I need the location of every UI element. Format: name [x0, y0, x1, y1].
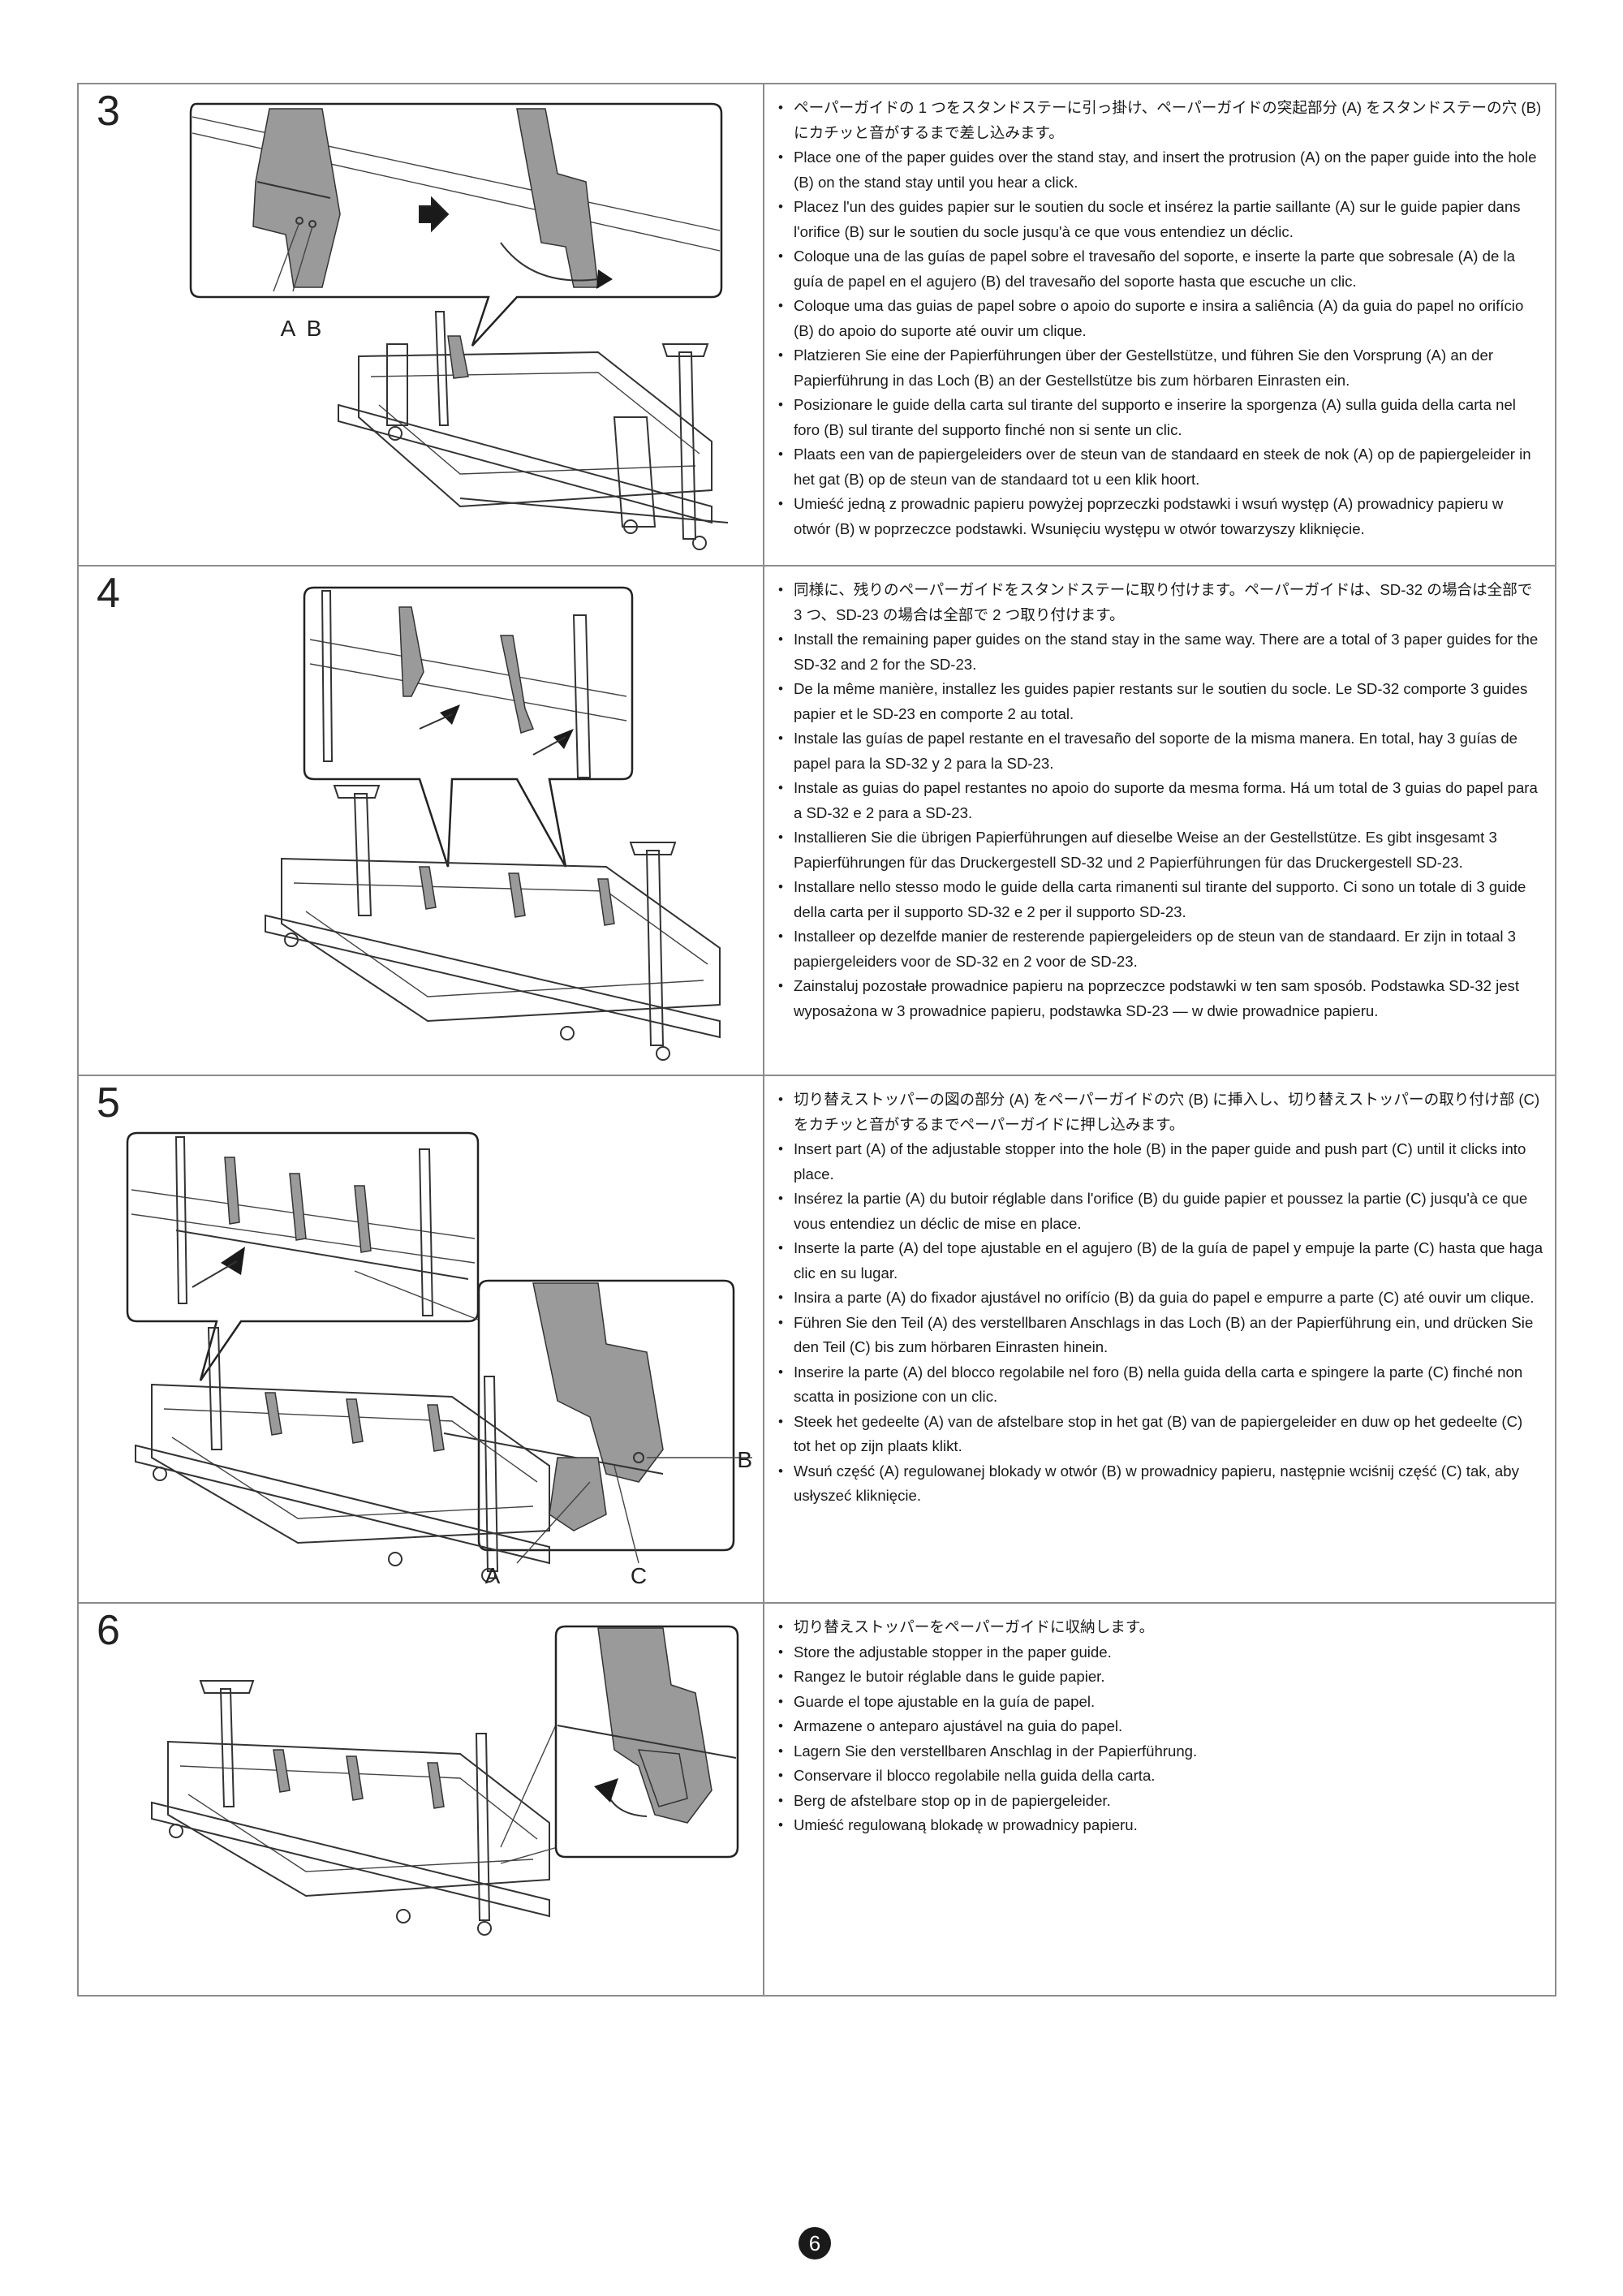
label-b: B — [307, 316, 322, 341]
step-4-illustration — [265, 586, 721, 1061]
instruction-es: Coloque una de las guías de papel sobre … — [776, 244, 1543, 294]
step-5-illustration-cell: 5 — [79, 1076, 764, 1602]
instruction-pt: Insira a parte (A) do fixador ajustável … — [776, 1286, 1543, 1311]
instruction-en: Insert part (A) of the adjustable stoppe… — [776, 1137, 1543, 1187]
label-b: B — [737, 1447, 752, 1472]
instruction-ja: 同様に、残りのペーパーガイドをスタンドステーに取り付けます。ペーパーガイドは、S… — [776, 578, 1543, 627]
instruction-pt: Coloque uma das guias de papel sobre o a… — [776, 294, 1543, 343]
step-5: 5 — [79, 1076, 1555, 1604]
instruction-ja: 切り替えストッパーの図の部分 (A) をペーパーガイドの穴 (B) に挿入し、切… — [776, 1088, 1543, 1137]
step-number: 4 — [97, 570, 120, 617]
instruction-nl: Steek het gedeelte (A) van de afstelbare… — [776, 1410, 1543, 1459]
instruction-de: Installieren Sie die übrigen Papierführu… — [776, 825, 1543, 875]
instruction-es: Instale las guías de papel restante en e… — [776, 726, 1543, 776]
instruction-en: Place one of the paper guides over the s… — [776, 145, 1543, 195]
instruction-de: Führen Sie den Teil (A) des verstellbare… — [776, 1311, 1543, 1360]
label-a: A — [485, 1563, 501, 1588]
step-3: 3 — [79, 84, 1555, 566]
step-4-instructions: 同様に、残りのペーパーガイドをスタンドステーに取り付けます。ペーパーガイドは、S… — [776, 578, 1543, 1023]
printer-stand-drawing — [265, 785, 721, 1061]
step-6-instructions: 切り替えストッパーをペーパーガイドに収納します。 Store the adjus… — [776, 1615, 1543, 1838]
instruction-ja: 切り替えストッパーをペーパーガイドに収納します。 — [776, 1615, 1543, 1640]
instruction-ja: ペーパーガイドの 1 つをスタンドステーに引っ掛け、ペーパーガイドの突起部分 (… — [776, 96, 1543, 145]
instruction-pl: Wsuń część (A) regulowanej blokady w otw… — [776, 1459, 1543, 1509]
step-4-illustration-cell: 4 — [79, 566, 764, 1075]
step-4-text-cell: 同様に、残りのペーパーガイドをスタンドステーに取り付けます。ペーパーガイドは、S… — [764, 566, 1555, 1075]
step-6-illustration-cell: 6 — [79, 1604, 764, 1995]
printer-stand-drawing — [151, 1680, 558, 1936]
step-4: 4 — [79, 566, 1555, 1076]
instruction-nl: Installeer op dezelfde manier de restere… — [776, 924, 1543, 974]
step-5-instructions: 切り替えストッパーの図の部分 (A) をペーパーガイドの穴 (B) に挿入し、切… — [776, 1088, 1543, 1509]
instruction-table: 3 — [77, 83, 1556, 1997]
instruction-en: Install the remaining paper guides on th… — [776, 627, 1543, 677]
instruction-de: Platzieren Sie eine der Papierführungen … — [776, 343, 1543, 393]
instruction-es: Inserte la parte (A) del tope ajustable … — [776, 1236, 1543, 1286]
step-3-illustration: A B — [189, 102, 729, 550]
step-6: 6 — [79, 1604, 1555, 1995]
instruction-it: Inserire la parte (A) del blocco regolab… — [776, 1360, 1543, 1410]
instruction-pl: Zainstaluj pozostałe prowadnice papieru … — [776, 974, 1543, 1023]
instruction-en: Store the adjustable stopper in the pape… — [776, 1640, 1543, 1665]
step-3-illustration-cell: 3 — [79, 84, 764, 565]
step-number: 5 — [97, 1079, 120, 1126]
step-number: 3 — [97, 88, 120, 135]
step-number: 6 — [97, 1607, 120, 1654]
step-5-illustration: A B C — [126, 1131, 752, 1588]
instruction-pt: Armazene o anteparo ajustável na guia do… — [776, 1714, 1543, 1739]
instruction-de: Lagern Sie den verstellbaren Anschlag in… — [776, 1739, 1543, 1764]
zoom-callout — [303, 586, 634, 868]
instruction-pl: Umieść regulowaną blokadę w prowadnicy p… — [776, 1813, 1543, 1838]
instruction-fr: Insérez la partie (A) du butoir réglable… — [776, 1187, 1543, 1236]
instruction-es: Guarde el tope ajustable en la guía de p… — [776, 1690, 1543, 1715]
instruction-nl: Plaats een van de papiergeleiders over d… — [776, 442, 1543, 492]
instruction-it: Installare nello stesso modo le guide de… — [776, 875, 1543, 924]
zoom-callout-right — [354, 1270, 752, 1564]
instruction-it: Posizionare le guide della carta sul tir… — [776, 393, 1543, 442]
step-6-illustration — [151, 1625, 739, 1936]
instruction-nl: Berg de afstelbare stop op in de papierg… — [776, 1789, 1543, 1814]
step-6-text-cell: 切り替えストッパーをペーパーガイドに収納します。 Store the adjus… — [764, 1604, 1555, 1995]
zoom-callout — [554, 1625, 739, 1859]
instruction-it: Conservare il blocco regolabile nella gu… — [776, 1764, 1543, 1789]
page-number: 6 — [799, 2227, 831, 2259]
step-5-text-cell: 切り替えストッパーの図の部分 (A) をペーパーガイドの穴 (B) に挿入し、切… — [764, 1076, 1555, 1602]
instruction-fr: De la même manière, installez les guides… — [776, 677, 1543, 726]
zoom-callout-left — [126, 1131, 480, 1381]
label-a: A — [281, 316, 296, 341]
zoom-callout — [189, 102, 723, 347]
printer-stand-drawing — [135, 1327, 550, 1583]
instruction-pl: Umieść jedną z prowadnic papieru powyżej… — [776, 492, 1543, 541]
step-3-instructions: ペーパーガイドの 1 つをスタンドステーに引っ掛け、ペーパーガイドの突起部分 (… — [776, 96, 1543, 541]
instruction-fr: Rangez le butoir réglable dans le guide … — [776, 1665, 1543, 1690]
instruction-pt: Instale as guias do papel restantes no a… — [776, 776, 1543, 825]
step-3-text-cell: ペーパーガイドの 1 つをスタンドステーに引っ掛け、ペーパーガイドの突起部分 (… — [764, 84, 1555, 565]
label-c: C — [631, 1563, 647, 1588]
instruction-fr: Placez l'un des guides papier sur le sou… — [776, 195, 1543, 244]
printer-stand-drawing — [338, 311, 729, 550]
